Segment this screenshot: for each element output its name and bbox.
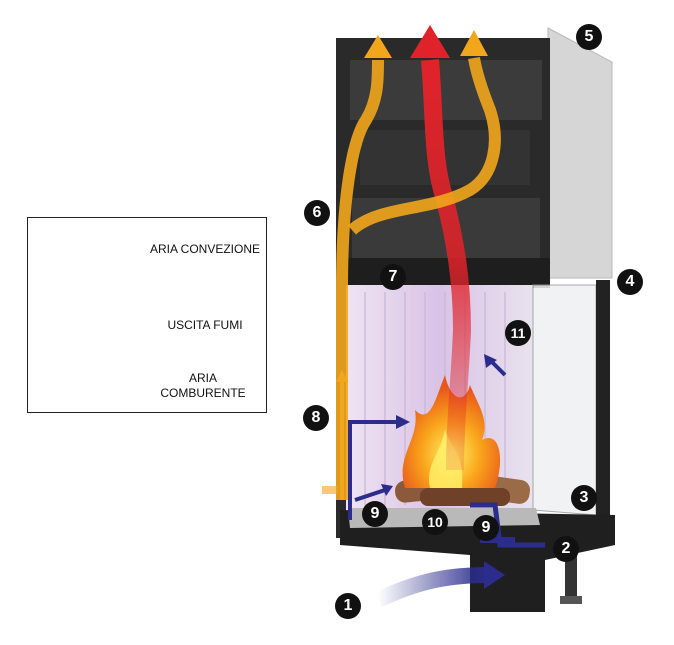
callout-8: 8 [303, 405, 329, 431]
callout-9-right: 9 [473, 515, 499, 541]
legend [27, 217, 267, 413]
callout-5: 5 [576, 24, 602, 50]
convection-flow-left [336, 59, 384, 500]
combustion-inlet [374, 567, 491, 608]
side-panel [547, 27, 613, 279]
convection-flow-right [348, 56, 501, 235]
smoke-flow [421, 59, 472, 471]
callout-7: 7 [380, 264, 406, 290]
callout-4: 4 [617, 269, 643, 295]
callout-9-left: 9 [362, 501, 388, 527]
combustion-secondary [348, 420, 398, 520]
smoke-arrowhead [410, 25, 450, 58]
legend-label-comburente: ARIA COMBURENTE [160, 371, 246, 400]
callout-3: 3 [571, 485, 597, 511]
corner-glass [532, 284, 597, 516]
callout-1: 1 [335, 593, 361, 619]
base [340, 510, 615, 612]
legend-label-convezione: ARIA CONVEZIONE [149, 242, 261, 256]
callout-10: 10 [422, 509, 448, 535]
callout-11: 11 [505, 320, 531, 346]
callout-6: 6 [304, 200, 330, 226]
callout-2: 2 [553, 536, 579, 562]
legend-label-fumi: USCITA FUMI [167, 318, 243, 332]
